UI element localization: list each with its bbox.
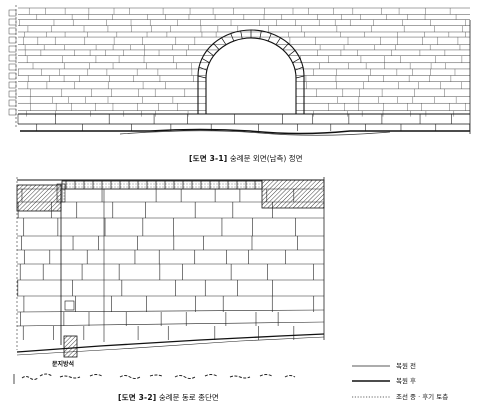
edge-stone bbox=[8, 9, 17, 17]
arch-voussoir-stones bbox=[197, 30, 305, 79]
figure2-caption: [도면 3-2] 숭례문 동로 종단면 bbox=[118, 393, 219, 403]
voussoir-joint bbox=[267, 33, 272, 42]
section-drawing bbox=[13, 177, 325, 384]
voussoir-joint bbox=[240, 30, 243, 39]
small-stone-marker bbox=[64, 300, 75, 311]
legend-label-soil: 조선 중 · 후기 토층 bbox=[396, 393, 449, 401]
front-elevation-drawing bbox=[8, 5, 471, 136]
edge-stone bbox=[8, 99, 17, 107]
edge-stone bbox=[8, 81, 17, 89]
threshold-stone bbox=[63, 335, 78, 358]
edge-stone bbox=[8, 18, 17, 26]
left-hatched-block bbox=[16, 184, 62, 212]
section-ground-before bbox=[16, 336, 325, 356]
edge-stone bbox=[8, 27, 17, 35]
voussoir-joint bbox=[259, 30, 262, 39]
edge-stone bbox=[8, 45, 17, 53]
wall-vertical-joints bbox=[18, 8, 466, 117]
gate-opening bbox=[206, 38, 296, 114]
voussoir-joint bbox=[295, 66, 304, 71]
edge-stone bbox=[8, 63, 17, 71]
legend-swatches bbox=[352, 365, 390, 398]
voussoir-joint bbox=[275, 37, 281, 45]
voussoir-joint bbox=[288, 50, 296, 57]
voussoir-joint bbox=[282, 43, 289, 50]
edge-stone bbox=[8, 108, 17, 116]
voussoir-joint bbox=[198, 66, 207, 71]
voussoir-joint bbox=[197, 75, 207, 79]
plinth-blocks bbox=[17, 114, 470, 131]
voussoir-joint bbox=[295, 75, 305, 79]
edge-stone bbox=[8, 54, 17, 62]
legend-label-after: 복원 후 bbox=[396, 377, 417, 385]
figure1-title: 숭례문 외면(남측) 정면 bbox=[229, 154, 303, 163]
voussoir-joint bbox=[230, 33, 235, 42]
top-cap-band bbox=[61, 180, 263, 190]
section-masonry-blocks bbox=[16, 188, 325, 345]
edge-stone bbox=[8, 90, 17, 98]
voussoir-joint bbox=[206, 50, 214, 57]
masonry-course-line bbox=[16, 309, 325, 313]
edge-stone bbox=[8, 72, 17, 80]
figure1-number: [도면 3-1] bbox=[189, 154, 228, 163]
masonry-course-line bbox=[16, 321, 325, 327]
top-cap-blocks bbox=[65, 181, 256, 189]
legend-label-before: 복원 전 bbox=[396, 362, 417, 370]
voussoir-joint bbox=[292, 58, 301, 63]
voussoir-joint bbox=[213, 43, 220, 50]
threshold-stone-label: 문지방석 bbox=[52, 361, 75, 368]
voussoir-joint bbox=[201, 58, 210, 63]
voussoir-joint bbox=[221, 37, 227, 45]
figure2-number: [도면 3-2] bbox=[118, 393, 157, 402]
figure2-title: 숭례문 동로 종단면 bbox=[158, 393, 219, 402]
edge-stone bbox=[8, 36, 17, 44]
section-ground-soil bbox=[21, 373, 296, 380]
figure1-caption: [도면 3-1] 숭례문 외면(남측) 정면 bbox=[189, 154, 303, 164]
ground-line-before bbox=[119, 130, 391, 136]
section-ground-after bbox=[16, 333, 325, 353]
ground-line-after bbox=[20, 128, 470, 135]
right-hatched-block bbox=[261, 179, 325, 209]
